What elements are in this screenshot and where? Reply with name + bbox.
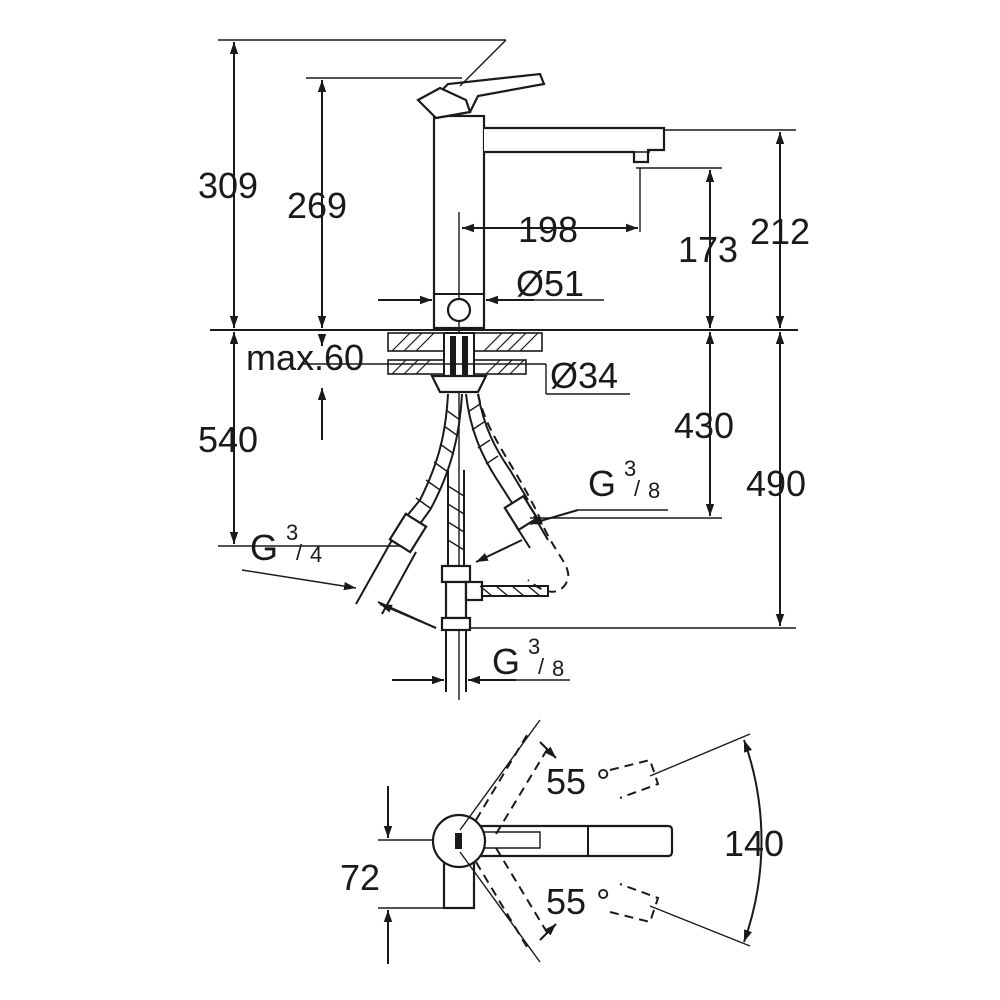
countertop-section (210, 329, 798, 394)
dim-hole-diameter: Ø34 (550, 355, 618, 396)
svg-text:4: 4 (310, 542, 322, 567)
dim-plan-depth: 140 (724, 823, 784, 864)
dim-total-height: 309 (198, 165, 258, 206)
svg-text:3: 3 (286, 520, 298, 545)
dim-spout-reach: 198 (518, 209, 578, 250)
thread-label-right: G 3 / 8 (588, 456, 660, 504)
svg-text:/: / (634, 476, 641, 501)
svg-text:3: 3 (528, 634, 540, 659)
svg-text:/: / (538, 654, 545, 679)
svg-text:/: / (296, 540, 303, 565)
dim-max-countertop: max.60 (246, 337, 364, 378)
thread-label-bottom: G 3 / 8 (492, 634, 564, 682)
svg-text:G: G (492, 641, 520, 682)
dim-swivel-bottom: 55 ° (546, 881, 610, 922)
svg-text:8: 8 (552, 656, 564, 681)
svg-text:G: G (588, 463, 616, 504)
dim-lever-height: 269 (287, 185, 347, 226)
dim-hose-right: 490 (746, 463, 806, 504)
svg-text:3: 3 (624, 456, 636, 481)
dim-hose-left: 540 (198, 419, 258, 460)
dim-body-diameter: Ø51 (516, 263, 584, 304)
dim-spout-height: 212 (750, 211, 810, 252)
plan-view: 55 ° 55 ° 140 72 (340, 719, 784, 964)
svg-text:G: G (250, 527, 278, 568)
supply-hoses (355, 393, 570, 692)
dim-swivel-top: 55 ° (546, 761, 610, 802)
dim-hose-right-upper: 430 (674, 405, 734, 446)
dimension-labels-elevation: 309 269 198 173 212 Ø51 max.60 Ø34 540 4… (198, 165, 810, 682)
thread-label-left: G 3 / 4 (250, 520, 322, 568)
dimension-lines-elevation (218, 39, 796, 685)
svg-text:8: 8 (648, 478, 660, 503)
dim-outlet-height: 173 (678, 229, 738, 270)
dim-plan-width: 72 (340, 857, 380, 898)
